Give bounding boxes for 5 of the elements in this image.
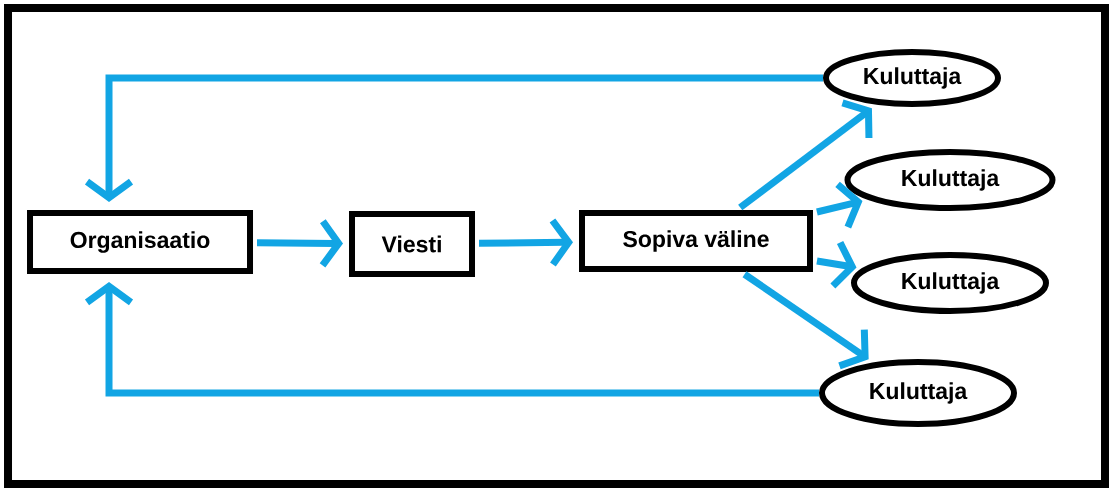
process-box: Sopiva väline bbox=[579, 210, 813, 272]
process-box: Viesti bbox=[349, 211, 475, 277]
arrow bbox=[738, 99, 873, 211]
process-box: Organisaatio bbox=[27, 210, 253, 274]
arrow bbox=[742, 271, 869, 370]
